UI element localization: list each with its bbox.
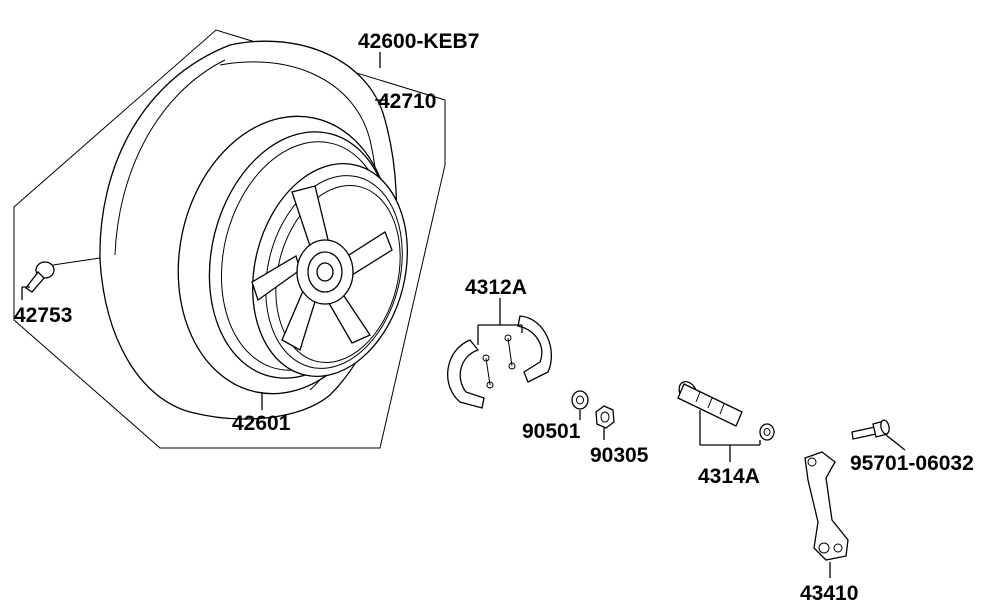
cam-part — [677, 381, 775, 441]
washer-part — [571, 390, 589, 410]
arm-part — [804, 451, 849, 561]
leader-lines — [21, 52, 906, 578]
label-brake-shoe: 4312A — [465, 276, 527, 299]
valve-part — [25, 257, 101, 293]
label-valve: 42753 — [14, 304, 72, 327]
label-nut: 90305 — [590, 444, 649, 467]
label-bolt: 95701-06032 — [850, 452, 974, 475]
rim-part — [208, 131, 408, 379]
label-assembly: 42600-KEB7 — [358, 30, 479, 53]
bolt-part — [851, 419, 890, 440]
nut-part — [595, 405, 615, 429]
brake-shoe-part — [447, 315, 552, 409]
label-arm: 43410 — [800, 582, 858, 605]
label-cam: 4314A — [698, 465, 760, 488]
label-washer: 90501 — [522, 420, 581, 443]
label-rim: 42601 — [232, 412, 291, 435]
label-tire: 42710 — [378, 90, 436, 113]
